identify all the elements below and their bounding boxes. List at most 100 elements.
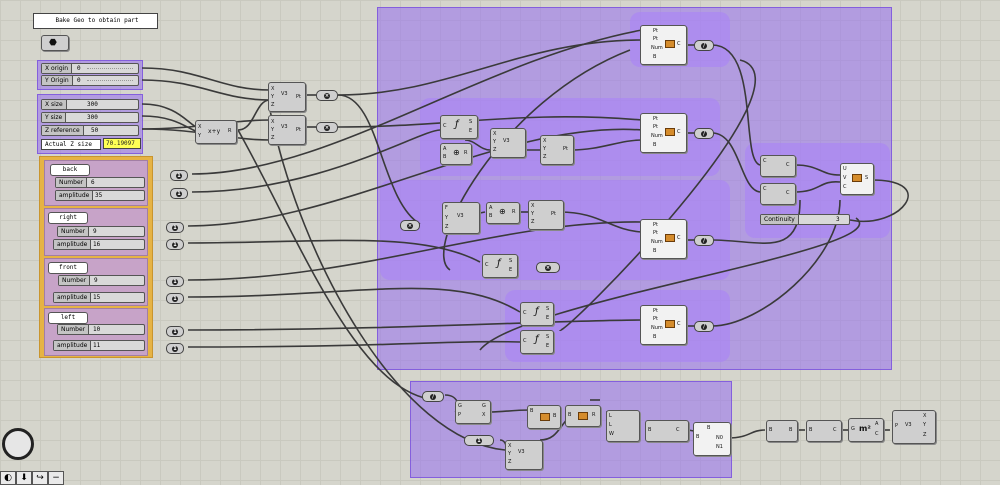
box-icon bbox=[665, 40, 675, 48]
x-origin-slider[interactable]: X origin 0 bbox=[41, 63, 139, 74]
negate-relay-4[interactable]: × bbox=[536, 262, 560, 273]
slider-label: amplitude bbox=[54, 240, 92, 249]
slider-value: 15 bbox=[93, 294, 101, 301]
negate-relay-2[interactable]: × bbox=[316, 122, 338, 133]
construct-point-2[interactable]: X Y Z V3 Pt bbox=[268, 115, 306, 145]
graph-mapper-2[interactable]: C ƒ S E bbox=[482, 254, 518, 278]
slider-label: Number bbox=[56, 178, 88, 187]
front-amplitude-slider[interactable]: amplitude 15 bbox=[53, 292, 145, 303]
bake-note-panel[interactable]: Bake Geo to obtain part bbox=[33, 13, 158, 29]
relay-back-number[interactable]: 1 bbox=[170, 170, 188, 181]
hexagon-icon: ⬣ bbox=[49, 38, 57, 48]
slider-label: Number bbox=[58, 227, 90, 236]
construct-point-4[interactable]: X Y Z Pt bbox=[540, 135, 574, 165]
slider-label: Y Origin bbox=[42, 76, 73, 85]
continuity-slider[interactable]: Continuity 3 bbox=[760, 214, 850, 225]
y-size-slider[interactable]: Y size 300 bbox=[41, 112, 139, 123]
mass-comp-2[interactable]: B C bbox=[806, 420, 842, 442]
group-title-left: left bbox=[48, 312, 88, 324]
rebuild-curve-2[interactable]: C C bbox=[760, 183, 796, 205]
sweep-surface[interactable]: U V C S bbox=[840, 163, 874, 195]
expression-component[interactable]: X Y x+y R bbox=[195, 120, 237, 144]
construct-point-6[interactable]: X Y Z Pt bbox=[528, 200, 564, 230]
relay-front-amplitude[interactable]: 1 bbox=[166, 293, 184, 304]
slider-value: 11 bbox=[93, 342, 101, 349]
slider-label: amplitude bbox=[54, 341, 92, 350]
interpolate-curve-1[interactable]: Pt Pt Num B C bbox=[640, 25, 687, 65]
construct-point-5[interactable]: F Y Z V3 bbox=[442, 202, 480, 234]
x-size-slider[interactable]: X size 300 bbox=[41, 99, 139, 110]
curve-icon[interactable]: ↪ bbox=[32, 471, 48, 485]
graph-mapper-1[interactable]: C ƒ S E bbox=[440, 115, 478, 139]
box-icon bbox=[578, 412, 588, 420]
relay-back-amplitude[interactable]: 1 bbox=[170, 188, 188, 199]
relay-left-amplitude[interactable]: 1 bbox=[166, 343, 184, 354]
deconstruct-point[interactable]: P V3 X Y Z bbox=[892, 410, 936, 444]
box-icon bbox=[665, 234, 675, 242]
slider-value: 0 bbox=[77, 65, 81, 72]
bottom-relay-1[interactable]: / bbox=[422, 391, 444, 402]
slider-label: Z reference bbox=[42, 126, 84, 135]
negate-relay-1[interactable]: × bbox=[316, 90, 338, 101]
front-number-slider[interactable]: Number 9 bbox=[58, 275, 145, 286]
curve-relay-4[interactable]: / bbox=[694, 321, 714, 332]
slider-label: Number bbox=[59, 276, 91, 285]
bottom-comp-4[interactable]: L L W bbox=[606, 410, 640, 442]
curve-relay-2[interactable]: / bbox=[694, 128, 714, 139]
interpolate-curve-3[interactable]: Pt Pt Num B C bbox=[640, 219, 687, 259]
area-component[interactable]: G m² A C bbox=[848, 418, 884, 442]
left-number-slider[interactable]: Number 10 bbox=[57, 324, 145, 335]
slider-value: 0 bbox=[77, 77, 81, 84]
slider-label: X origin bbox=[42, 64, 73, 73]
negate-relay-3[interactable]: × bbox=[400, 220, 420, 231]
graph-mapper-3[interactable]: C ƒ S E bbox=[520, 302, 554, 326]
slider-value: 35 bbox=[95, 192, 103, 199]
right-number-slider[interactable]: Number 9 bbox=[57, 226, 145, 237]
box-icon bbox=[665, 320, 675, 328]
geometry-param[interactable]: ⬣ bbox=[41, 35, 69, 51]
slider-label: amplitude bbox=[54, 293, 92, 302]
slider-value: 16 bbox=[93, 241, 101, 248]
group-title-right: right bbox=[48, 212, 88, 224]
curve-relay-1[interactable]: / bbox=[694, 40, 714, 51]
back-number-slider[interactable]: Number 6 bbox=[55, 177, 145, 188]
slider-label: amplitude bbox=[56, 191, 94, 200]
construct-point-1[interactable]: X Y Z V3 Pt bbox=[268, 82, 306, 112]
back-amplitude-slider[interactable]: amplitude 35 bbox=[55, 190, 145, 201]
relay-right-amplitude[interactable]: 1 bbox=[166, 239, 184, 250]
box-icon bbox=[540, 413, 550, 421]
mass-comp-1[interactable]: B B bbox=[766, 420, 798, 442]
bottom-comp-2[interactable]: B B bbox=[527, 405, 561, 429]
navigation-dial-icon[interactable] bbox=[2, 428, 34, 460]
left-amplitude-slider[interactable]: amplitude 11 bbox=[53, 340, 145, 351]
construct-point-3[interactable]: X Y Z V3 bbox=[490, 128, 526, 158]
slider-value: 300 bbox=[87, 101, 98, 108]
relay-front-number[interactable]: 1 bbox=[166, 276, 184, 287]
bottom-relay-2[interactable]: 1 bbox=[464, 435, 494, 446]
relay-right-number[interactable]: 1 bbox=[166, 222, 184, 233]
bottom-comp-3[interactable]: B R bbox=[565, 405, 601, 427]
relay-left-number[interactable]: 1 bbox=[166, 326, 184, 337]
y-origin-slider[interactable]: Y Origin 0 bbox=[41, 75, 139, 86]
addition-component-2[interactable]: A B ⊕ R bbox=[486, 202, 520, 224]
interpolate-curve-2[interactable]: Pt Pt Num B C bbox=[640, 113, 687, 153]
rebuild-curve-1[interactable]: C C bbox=[760, 155, 796, 177]
curve-relay-3[interactable]: / bbox=[694, 235, 714, 246]
addition-component-1[interactable]: A B ⊕ R bbox=[440, 143, 472, 165]
slider-value: 50 bbox=[91, 127, 99, 134]
graph-mapper-4[interactable]: C ƒ S E bbox=[520, 330, 554, 354]
interpolate-curve-4[interactable]: Pt Pt Num B C bbox=[640, 305, 687, 345]
bottom-comp-6[interactable]: B B N0 N1 bbox=[693, 422, 731, 456]
minus-icon[interactable]: − bbox=[48, 471, 64, 485]
z-reference-slider[interactable]: Z reference 50 bbox=[41, 125, 139, 136]
download-icon[interactable]: ⬇ bbox=[16, 471, 32, 485]
bottom-comp-1[interactable]: G P G X bbox=[455, 400, 491, 424]
slider-label: Number bbox=[58, 325, 90, 334]
bottom-comp-5[interactable]: B C bbox=[645, 420, 689, 442]
right-amplitude-slider[interactable]: amplitude 16 bbox=[53, 239, 145, 250]
dial-icon[interactable]: ◐ bbox=[0, 471, 16, 485]
surface-icon bbox=[852, 174, 862, 182]
construct-point-7[interactable]: X Y Z V3 bbox=[505, 440, 543, 470]
